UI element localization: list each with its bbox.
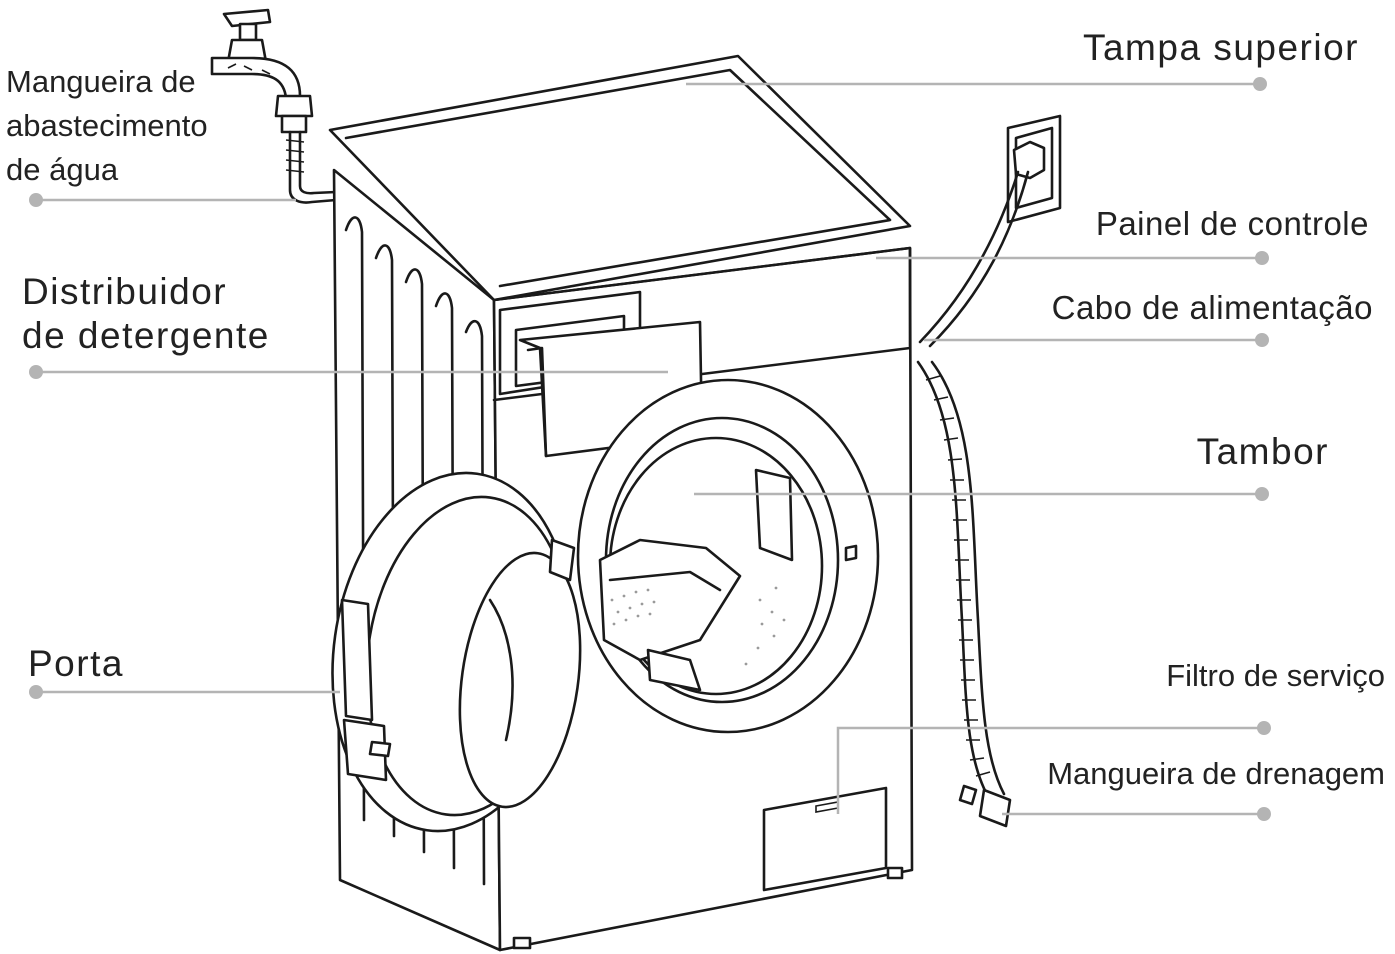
water-hose-label-line-1: Mangueira de [6, 64, 196, 99]
water-hose-label: Mangueira de abastecimento de água [6, 60, 208, 192]
drain-hose-illustration [916, 360, 1012, 828]
power-cable-label-text: Cabo de alimentação [1051, 289, 1373, 326]
water-hose-label-line-3: de água [6, 152, 119, 187]
door-marker [29, 685, 43, 699]
detergent-dispenser-label-line-1: Distribuidor [22, 271, 228, 312]
service-filter-label: Filtro de serviço [1166, 654, 1385, 698]
control-panel-label-text: Painel de controle [1095, 205, 1369, 242]
drain-hose-label-text: Mangueira de drenagem [1047, 756, 1385, 791]
power-cable-marker [1255, 333, 1269, 347]
detergent-dispenser-label-line-2: de detergente [22, 315, 270, 356]
door-label-text: Porta [28, 643, 124, 684]
service-filter-marker [1257, 721, 1271, 735]
power-cable-label: Cabo de alimentação [1052, 286, 1373, 330]
drum-marker [1255, 487, 1269, 501]
top-cover-label: Tampa superior [1083, 26, 1359, 70]
control-panel-label: Painel de controle [1096, 202, 1369, 246]
service-filter-leader [836, 726, 1264, 814]
top-cover-marker [1253, 77, 1267, 91]
door-illustration [331, 471, 582, 833]
drum-label-text: Tambor [1196, 431, 1329, 472]
drain-hose-marker [1257, 807, 1271, 821]
wall-socket-illustration [918, 114, 1062, 348]
water-tap-illustration [210, 8, 338, 204]
water-hose-label-line-2: abastecimento [6, 108, 208, 143]
door-label: Porta [28, 642, 124, 686]
top-cover-label-text: Tampa superior [1082, 27, 1359, 68]
control-panel-marker [1255, 251, 1269, 265]
drain-hose-label: Mangueira de drenagem [1047, 752, 1385, 796]
detergent-dispenser-marker [29, 365, 43, 379]
service-filter-label-text: Filtro de serviço [1166, 658, 1385, 693]
drum-label: Tambor [1197, 430, 1329, 474]
water-hose-marker [29, 193, 43, 207]
detergent-dispenser-label: Distribuidor de detergente [22, 270, 270, 358]
leader-lines [29, 77, 1271, 821]
drum-illustration [576, 378, 880, 734]
